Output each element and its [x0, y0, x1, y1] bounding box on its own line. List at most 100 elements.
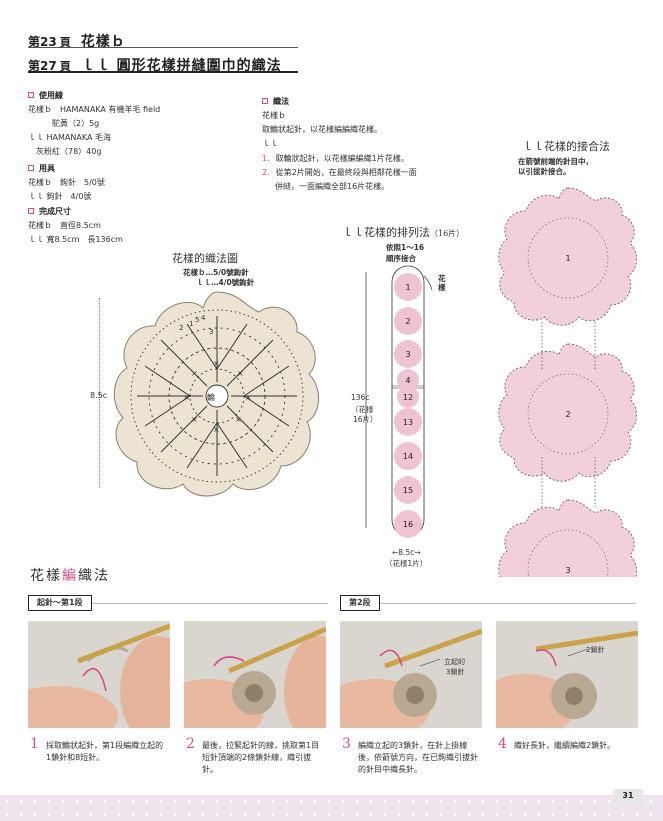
page-footer [0, 795, 663, 821]
yarn-line: ｌｌ HAMANAKA 毛海 [28, 133, 111, 142]
motif-circle [394, 273, 422, 301]
motif-number: 2 [405, 317, 410, 326]
svg-text:5: 5 [195, 316, 199, 324]
motif-circle [394, 510, 422, 538]
motif-circle [394, 340, 422, 368]
step-photo-1 [28, 621, 170, 728]
method-step: 2.從第2片開始，在最終段與相鄰花樣一面 [262, 168, 417, 177]
step-caption: 最後，拉緊起針的線，挑取第1目短針頂端的2條鎖針線，織引拔針。 [202, 741, 320, 774]
page-ref: 第27 [28, 59, 57, 73]
method-line: 花樣ｂ [262, 111, 286, 120]
motif-number: 1 [405, 283, 410, 292]
technique-title: 花樣編織法 [30, 568, 110, 584]
joining-motif-number: 1 [565, 254, 570, 263]
width-label: ←8.5c→ [392, 548, 421, 557]
yarn-line: 花樣ｂ HAMANAKA 有機羊毛 field [28, 105, 161, 114]
svg-text:×: × [213, 359, 220, 368]
pattern-title: 花樣ｂ [80, 34, 126, 50]
diagram-legend: 花樣ｂ…5/0號鉤針 [183, 268, 249, 277]
motif-circle [397, 369, 419, 391]
motif-number: 15 [403, 486, 413, 495]
photo3-label: 3鎖針 [446, 668, 465, 676]
pattern-title: ｌｌ 圓形花樣拼縫圍巾的織法 [80, 58, 282, 74]
page-ref: 第23 [28, 35, 57, 49]
svg-text:×: × [213, 425, 220, 434]
svg-text:×: × [191, 415, 198, 424]
joining-chart: 123 [498, 187, 638, 577]
page-number: 31 [613, 789, 643, 803]
step-number: 4 [498, 736, 507, 752]
svg-text:×: × [235, 415, 242, 424]
square-icon [28, 165, 34, 171]
method-line: ｌｌ [262, 139, 278, 148]
section-label-1: 起針～第1段 [28, 595, 92, 611]
step-photo-4 [496, 621, 638, 728]
joining-note: 以引拔針接合。 [518, 167, 571, 176]
method-line: 取輪狀起針，以花樣編編織花樣。 [262, 125, 382, 134]
page-char: 頁 [59, 36, 71, 49]
motif-circle [394, 307, 422, 335]
materials-heading: 使用線 [28, 90, 63, 101]
joining-motif-inner [527, 373, 609, 455]
square-icon [28, 208, 34, 214]
photo3-label: 立起的 [444, 658, 465, 666]
step-caption: 編織立起的3鎖針，在針上掛線後，依箭號方向，在已鉤織引拔針的針目中織長針。 [358, 741, 478, 774]
step-photo-3 [340, 621, 482, 728]
svg-text:2: 2 [179, 324, 183, 332]
motif-number: 16 [403, 520, 413, 529]
header-rule [28, 47, 298, 48]
length-label: （花樣 [351, 405, 374, 414]
joining-note: 在箭號前端的針目中， [518, 157, 593, 166]
joining-title: ｌｌ花樣的接合法 [522, 140, 610, 153]
joining-motif-inner [527, 217, 609, 299]
motif-circle [394, 476, 422, 504]
section-rule [340, 603, 636, 604]
step-number: 1 [30, 736, 39, 752]
size-heading: 完成尺寸 [28, 206, 71, 217]
header-rule [28, 71, 298, 73]
motif-number: 4 [405, 376, 410, 385]
square-icon [262, 98, 268, 104]
width-label: （花樣1片） [385, 559, 428, 568]
photo4-label: 2鎖針 [586, 646, 605, 654]
svg-text:×: × [191, 369, 198, 378]
motif-number: 12 [403, 393, 413, 402]
method-heading: 織法 [262, 96, 289, 107]
motif-side-label: 花樣 [438, 274, 446, 292]
motif-number: 3 [405, 350, 410, 359]
size-line: 花樣ｂ 直徑8.5cm [28, 221, 101, 230]
arrangement-title: ｌｌ花樣的排列法（16片） [342, 226, 465, 239]
diagram-title: 花樣的織法圖 [172, 252, 238, 265]
length-label: 16片） [353, 415, 378, 424]
step-caption: 採取輪狀起針，第1段編織立起的1鎖針和8短針。 [46, 741, 164, 762]
svg-text:×: × [245, 393, 252, 402]
size-dimension-line [99, 298, 100, 488]
svg-text:3: 3 [209, 328, 213, 336]
page-char: 頁 [59, 60, 71, 73]
step-number: 3 [342, 736, 351, 752]
method-step: 併縫，一面編織全部16片花樣。 [275, 182, 390, 191]
order-note: 依照1～16 [386, 243, 425, 252]
step-number: 2 [186, 736, 195, 752]
ring-label: 輪 [207, 393, 215, 402]
square-icon [28, 92, 34, 98]
yarn-line: 灰粉紅（78）40g [28, 147, 102, 156]
svg-text:4: 4 [201, 314, 206, 322]
length-label: 136c [351, 393, 370, 402]
motif-number: 14 [403, 452, 413, 461]
motif-circle [394, 442, 422, 470]
tools-heading: 用具 [28, 163, 55, 174]
step-photo-2 [184, 621, 326, 728]
method-step: 1.取輪狀起針，以花樣編編織1片花樣。 [262, 154, 409, 163]
diagram-legend: ｌｌ…4/0號鉤針 [196, 278, 255, 287]
joining-motif-number: 2 [565, 410, 570, 419]
size-line: ｌｌ 寬8.5cm 長136cm [28, 235, 123, 244]
svg-text:×: × [237, 369, 244, 378]
joining-motif-inner [527, 529, 609, 577]
section-rule [28, 603, 328, 604]
yarn-line: 駝黃（2）5g [28, 119, 100, 128]
step-caption: 織好長針，繼續編織2鎖針。 [514, 741, 616, 750]
